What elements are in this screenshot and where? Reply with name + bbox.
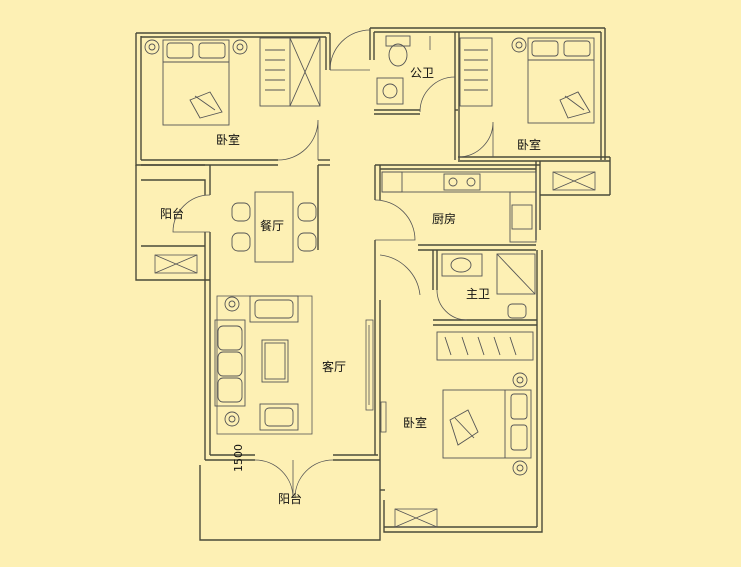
wardrobe-nw [259,37,321,107]
label-master-bath: 主卫 [466,287,490,301]
label-living: 客厅 [322,359,346,374]
label-kitchen: 厨房 [432,211,456,226]
walls [135,27,611,541]
bed-ne [511,37,595,124]
label-balcony-w: 阳台 [160,206,184,221]
living-furniture [214,295,313,435]
label-bedroom-ne: 卧室 [517,137,541,152]
doors [172,29,494,499]
label-bedroom-se: 卧室 [403,415,427,430]
label-bedroom-nw: 卧室 [216,132,240,147]
public-bath-fixtures [376,35,431,105]
label-balcony-s: 阳台 [278,491,302,506]
kitchen-counter [381,171,537,243]
bed-se [442,372,532,476]
master-bath-fixtures [441,253,536,319]
windows [154,171,596,528]
bed-nw [144,39,248,126]
dimension-label: 1500 [232,444,245,472]
label-public-bath: 公卫 [410,66,434,80]
wardrobe-se [436,331,534,361]
wardrobe-ne [459,37,493,107]
dining-set [231,191,317,263]
label-dining: 餐厅 [260,218,284,233]
